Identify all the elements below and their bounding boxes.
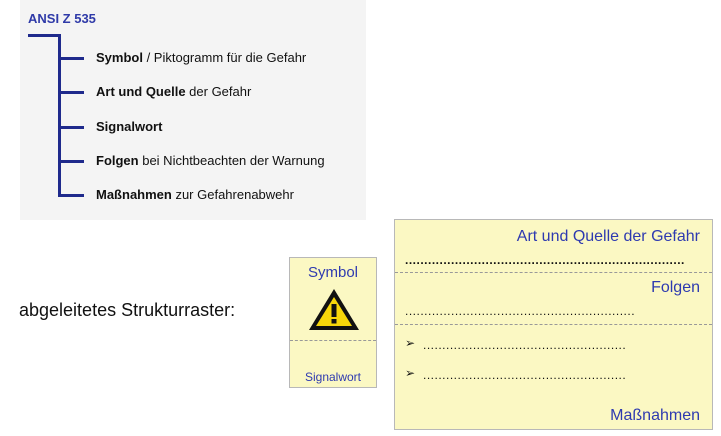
structure-grid-label: abgeleitetes Strukturraster: bbox=[19, 300, 236, 320]
art-quelle-header: Art und Quelle der Gefahr bbox=[516, 228, 700, 245]
tree-title: ANSI Z 535 bbox=[28, 11, 96, 26]
folgen-header: Folgen bbox=[651, 279, 700, 296]
bullet-arrow-icon: ➢ bbox=[405, 336, 416, 350]
tree-item-symbol: Symbol / Piktogramm für die Gefahr bbox=[96, 50, 307, 65]
symbol-box-divider bbox=[290, 340, 376, 341]
tree-branch bbox=[58, 194, 84, 197]
tree-branch bbox=[58, 57, 84, 60]
tree-item-folgen: Folgen bei Nichtbeachten der Warnung bbox=[96, 153, 325, 168]
folgen-placeholder: ........................................… bbox=[405, 304, 635, 318]
section-divider bbox=[395, 324, 712, 325]
tree-item-art-quelle: Art und Quelle der Gefahr bbox=[96, 84, 252, 99]
tree-branch bbox=[58, 91, 84, 94]
measure-placeholder-2: ........................................… bbox=[423, 368, 627, 382]
tree-item-signalwort: Signalwort bbox=[96, 119, 163, 134]
tree-item-massnahmen: Maßnahmen zur Gefahrenabwehr bbox=[96, 187, 294, 202]
ansi-tree-panel bbox=[20, 0, 366, 220]
tree-connector-top bbox=[28, 34, 60, 37]
bullet-arrow-icon: ➢ bbox=[405, 366, 416, 380]
tree-branch bbox=[58, 160, 84, 163]
symbol-box: Symbol Signalwort bbox=[289, 257, 377, 388]
warning-triangle-icon bbox=[309, 289, 359, 330]
massnahmen-header: Maßnahmen bbox=[610, 407, 700, 424]
section-divider bbox=[395, 272, 712, 273]
hazard-info-box: Art und Quelle der Gefahr ..............… bbox=[394, 219, 713, 430]
tree-branch bbox=[58, 126, 84, 129]
art-quelle-placeholder: ........................................… bbox=[405, 253, 685, 267]
signalwort-label: Signalwort bbox=[304, 370, 362, 384]
measure-placeholder-1: ........................................… bbox=[423, 338, 627, 352]
tree-trunk bbox=[58, 34, 61, 197]
symbol-box-title: Symbol bbox=[307, 264, 359, 281]
